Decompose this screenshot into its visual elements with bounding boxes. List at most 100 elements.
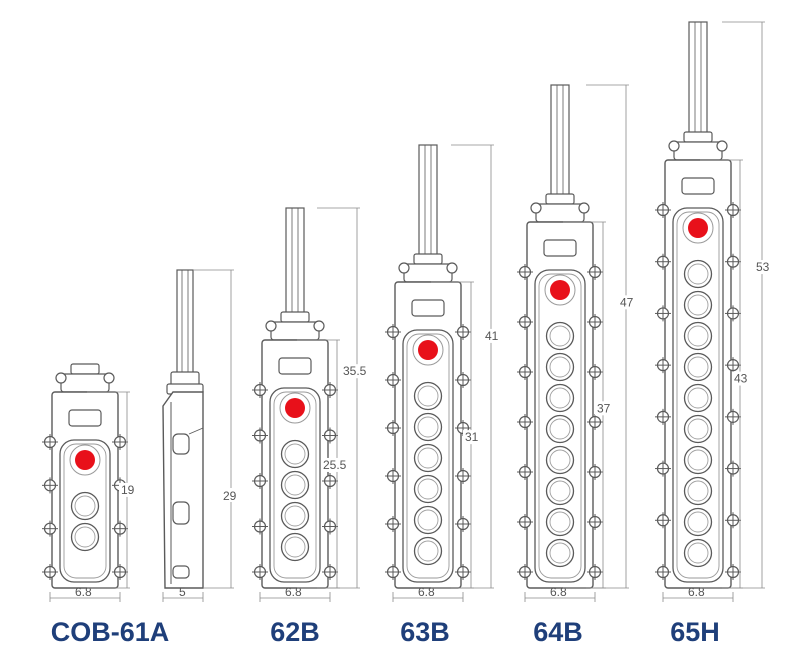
width-dimension-label: 5	[179, 585, 186, 599]
height-dimension-label: 37	[597, 401, 611, 415]
width-dimension: 6.8	[524, 585, 596, 602]
screw-icon	[252, 473, 268, 489]
push-button-icon	[545, 507, 575, 537]
push-button-icon	[413, 443, 443, 473]
screw-icon	[385, 516, 401, 532]
push-button-icon	[413, 505, 443, 535]
pendant-cob-61a: 6.8 19	[42, 363, 137, 602]
height-dimension: 41	[451, 144, 501, 589]
height-dimension: 35.5	[317, 207, 373, 589]
height-dimension-label: 53	[756, 260, 770, 274]
push-button-icon	[683, 352, 713, 382]
cable-gland	[265, 311, 325, 341]
pendant-side-view: 529	[162, 269, 239, 602]
push-button-icon	[545, 476, 575, 506]
screw-icon	[517, 564, 533, 580]
screw-icon	[385, 420, 401, 436]
width-dimension: 6.8	[259, 585, 331, 602]
screw-icon	[112, 520, 128, 537]
screw-icon	[655, 305, 671, 322]
model-label-63b: 63B	[400, 617, 450, 647]
push-button-icon	[683, 507, 713, 537]
width-dimension-label: 6.8	[688, 585, 705, 599]
height-dimension-label: 47	[620, 295, 634, 309]
push-button-icon	[683, 445, 713, 475]
cable	[550, 84, 570, 199]
screw-icon	[587, 564, 603, 580]
housing	[42, 391, 128, 589]
screw-icon	[385, 372, 401, 388]
model-label-64b: 64B	[533, 617, 583, 647]
height-dimension: 19	[87, 391, 137, 589]
push-button-icon	[280, 501, 310, 531]
cable-gland	[530, 193, 590, 223]
width-dimension-label: 6.8	[418, 585, 435, 599]
cable	[285, 207, 305, 317]
screw-icon	[322, 473, 338, 489]
screw-icon	[517, 414, 533, 430]
screw-icon	[385, 564, 401, 580]
width-dimension: 5	[162, 585, 204, 602]
screw-icon	[655, 357, 671, 374]
screw-icon	[587, 314, 603, 330]
height-dimension: 53	[722, 21, 772, 589]
height-dimension: 47	[586, 84, 636, 589]
cable-gland	[55, 363, 115, 393]
emergency-stop-icon	[688, 218, 708, 238]
width-dimension: 6.8	[49, 585, 121, 602]
pendant-62b: 6.835.525.5	[252, 207, 373, 602]
screw-icon	[112, 564, 128, 580]
cable-gland	[166, 371, 204, 395]
push-button-icon	[545, 414, 575, 444]
screw-icon	[455, 468, 471, 484]
height-dimension-label: 25.5	[323, 458, 347, 472]
height-dimension: 25.5	[297, 339, 353, 589]
screw-icon	[725, 202, 741, 218]
screw-icon	[385, 324, 401, 340]
screw-icon	[455, 372, 471, 388]
push-button-icon	[280, 470, 310, 500]
screw-icon	[587, 414, 603, 430]
push-button-icon	[413, 474, 443, 504]
push-button-icon	[683, 383, 713, 413]
screw-icon	[517, 514, 533, 530]
push-button-icon	[545, 321, 575, 351]
screw-icon	[517, 364, 533, 380]
push-button-icon	[683, 290, 713, 320]
screw-icon	[655, 408, 671, 425]
push-button-icon	[683, 476, 713, 506]
screw-icon	[517, 464, 533, 480]
height-dimension-label: 19	[121, 483, 135, 497]
screw-icon	[655, 460, 671, 477]
width-dimension: 6.8	[392, 585, 464, 602]
screw-icon	[725, 512, 741, 529]
screw-icon	[322, 564, 338, 580]
screw-icon	[725, 460, 741, 477]
screw-icon	[112, 434, 128, 450]
screw-icon	[455, 564, 471, 580]
screw-icon	[725, 253, 741, 270]
screw-icon	[42, 477, 58, 494]
screw-icon	[322, 382, 338, 398]
height-dimension: 37	[563, 221, 613, 589]
screw-icon	[725, 305, 741, 322]
push-button-icon	[413, 536, 443, 566]
height-dimension: 31	[431, 281, 481, 589]
screw-icon	[725, 408, 741, 425]
screw-icon	[252, 382, 268, 398]
housing	[162, 391, 204, 589]
screw-icon	[42, 434, 58, 450]
cable-gland	[668, 131, 728, 161]
screw-icon	[322, 518, 338, 535]
screw-icon	[252, 518, 268, 535]
housing	[517, 221, 603, 589]
width-dimension: 6.8	[662, 585, 734, 602]
screw-icon	[42, 564, 58, 580]
height-dimension-label: 31	[465, 430, 479, 444]
screw-icon	[322, 427, 338, 444]
housing	[252, 339, 338, 589]
